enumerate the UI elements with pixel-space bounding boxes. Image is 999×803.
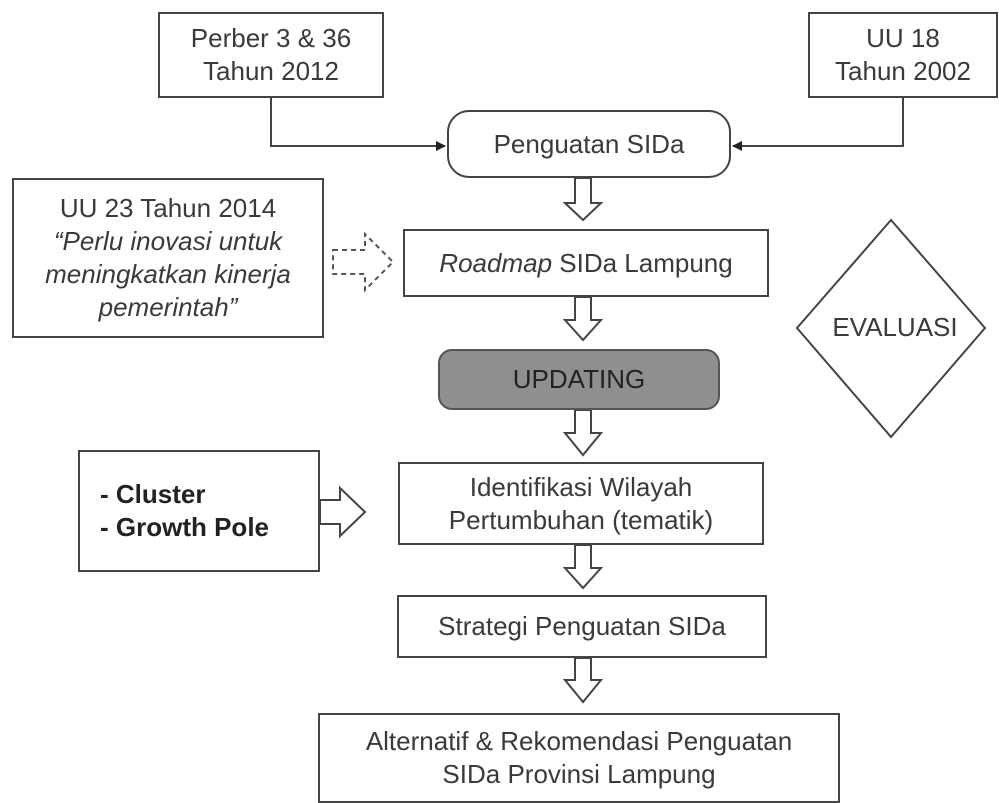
alternatif-line1: Alternatif & Rekomendasi Penguatan [365, 726, 793, 756]
uu23-line3: meningkatkan kinerja [45, 259, 291, 289]
down-arrow-4 [562, 544, 604, 590]
alternatif-box: Alternatif & Rekomendasi Penguatan SIDa … [318, 713, 840, 803]
evaluasi-label: EVALUASI [832, 312, 958, 342]
uu23-line4: pemerintah” [98, 292, 238, 322]
cluster-line1: - Cluster [100, 479, 206, 509]
updating-label: UPDATING [512, 364, 646, 394]
identifikasi-box: Identifikasi Wilayah Pertumbuhan (temati… [398, 462, 764, 545]
down-arrow-5 [562, 657, 604, 704]
uu23-line1: UU 23 Tahun 2014 [59, 193, 277, 223]
evaluasi-diamond [795, 218, 987, 439]
perber-line1: Perber 3 & 36 [190, 23, 352, 53]
penguatan-label: Penguatan SIDa [493, 128, 685, 159]
uu23-box: UU 23 Tahun 2014 “Perlu inovasi untuk me… [12, 178, 324, 338]
updating-box: UPDATING [438, 349, 720, 410]
uu18-connector [732, 98, 904, 151]
uu18-box: UU 18 Tahun 2002 [808, 12, 998, 98]
down-arrow-2 [562, 296, 604, 342]
right-arrow [319, 485, 367, 539]
identifikasi-line2: Pertumbuhan (tematik) [448, 504, 714, 535]
uu18-line2: Tahun 2002 [835, 56, 971, 86]
perber-box: Perber 3 & 36 Tahun 2012 [158, 12, 384, 98]
down-arrow-3 [562, 409, 604, 457]
uu23-line2: “Perlu inovasi untuk [53, 226, 283, 256]
uu18-line1: UU 18 [866, 23, 940, 53]
strategi-label: Strategi Penguatan SIDa [438, 611, 726, 641]
perber-line2: Tahun 2012 [203, 56, 339, 86]
penguatan-sida-box: Penguatan SIDa [447, 110, 731, 178]
down-arrow-1 [562, 177, 604, 222]
perber-connector [270, 98, 446, 151]
cluster-line2: - Growth Pole [100, 512, 269, 542]
alternatif-line2: SIDa Provinsi Lampung [442, 759, 716, 789]
cluster-box: - Cluster - Growth Pole [78, 450, 320, 572]
roadmap-box: Roadmap SIDa Lampung [403, 229, 769, 297]
roadmap-italic: Roadmap [439, 247, 553, 278]
strategi-box: Strategi Penguatan SIDa [397, 595, 767, 658]
dashed-right-arrow [332, 231, 395, 293]
identifikasi-line1: Identifikasi Wilayah [469, 471, 693, 502]
roadmap-rest: SIDa Lampung [552, 247, 733, 278]
